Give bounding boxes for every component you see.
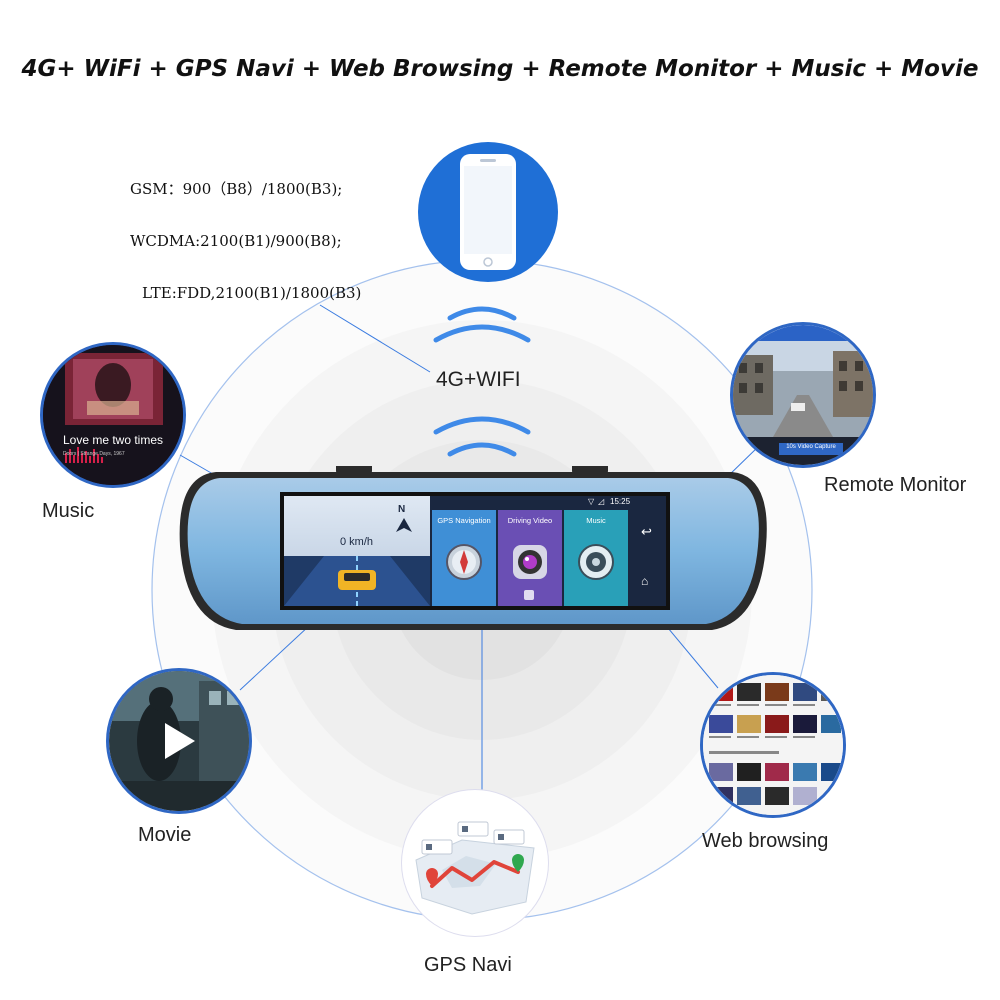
smartphone-icon bbox=[460, 154, 516, 270]
app-tile-label: Music bbox=[586, 516, 606, 525]
gps-navi-label: GPS Navi bbox=[424, 954, 512, 976]
side-nav: ↩ ⌂ bbox=[630, 510, 666, 606]
app-tile-label: GPS Navigation bbox=[437, 516, 491, 525]
back-icon[interactable]: ↩ bbox=[641, 524, 652, 539]
remote-monitor-circle: 10s Video Capture bbox=[730, 322, 876, 468]
movie-label: Movie bbox=[138, 824, 192, 846]
app-tile-music[interactable]: Music bbox=[564, 510, 628, 606]
music-album-art bbox=[43, 345, 183, 485]
wifi-arcs-top bbox=[433, 306, 531, 343]
web-browsing-circle bbox=[700, 672, 846, 818]
status-bar: ▽ ◿ 15:25 bbox=[588, 496, 664, 508]
speed-readout: 0 km/h bbox=[340, 536, 374, 548]
signal-icon: ◿ bbox=[598, 497, 605, 506]
navigation-arrow-icon bbox=[396, 518, 412, 532]
music-label: Music bbox=[42, 500, 95, 522]
location-pin-icons bbox=[426, 854, 524, 886]
movie-connector bbox=[239, 624, 311, 691]
road-graphic bbox=[284, 556, 430, 606]
song-title: Love me two times bbox=[62, 433, 164, 447]
rearview-mirror-device: N 0 km/h ▽ ◿ 15:25 GPS Navigation Drivin… bbox=[176, 458, 772, 638]
stop-icon bbox=[524, 590, 534, 600]
spec-wcdma: WCDMA:2100(B1)/900(B8); bbox=[130, 232, 342, 250]
status-time: 15:25 bbox=[610, 497, 631, 506]
gps-navi-circle bbox=[402, 790, 548, 936]
music-circle: Love me two times Doors | Strange Days, … bbox=[40, 342, 186, 488]
wifi-status-icon: ▽ bbox=[588, 497, 595, 506]
speaker-icon bbox=[578, 544, 614, 580]
spec-connector bbox=[319, 304, 431, 373]
phone-circle bbox=[418, 142, 558, 282]
headline: 4G+ WiFi + GPS Navi + Web Browsing + Rem… bbox=[21, 56, 979, 82]
spec-lte: LTE:FDD,2100(B1)/1800(B3) bbox=[142, 284, 362, 302]
capture-button[interactable]: 10s Video Capture bbox=[786, 444, 836, 450]
app-tile-driving-video[interactable]: Driving Video bbox=[498, 510, 562, 606]
street-view-screenshot bbox=[733, 325, 873, 465]
connectivity-label: 4G+WIFI bbox=[436, 368, 521, 391]
device-screen: N 0 km/h ▽ ◿ 15:25 GPS Navigation Drivin… bbox=[284, 496, 666, 606]
compass-label: N bbox=[398, 504, 406, 515]
info-cards bbox=[421, 821, 525, 855]
video-site-screenshot bbox=[703, 675, 843, 815]
web-connector bbox=[667, 627, 719, 689]
camera-lens-icon bbox=[513, 545, 547, 579]
home-icon[interactable]: ⌂ bbox=[641, 574, 649, 588]
wifi-arcs-bottom bbox=[433, 416, 531, 457]
compass-icon bbox=[446, 544, 482, 580]
nav-panel[interactable]: N 0 km/h bbox=[284, 496, 430, 606]
app-tile-label: Driving Video bbox=[507, 516, 553, 525]
app-tile-gps-navigation[interactable]: GPS Navigation bbox=[432, 510, 496, 606]
remote-monitor-label: Remote Monitor bbox=[824, 474, 967, 496]
web-browsing-label: Web browsing bbox=[702, 830, 829, 852]
spec-gsm: GSM：900（B8）/1800(B3); bbox=[130, 180, 343, 198]
map-route-illustration bbox=[415, 821, 535, 915]
caption-lines bbox=[709, 704, 815, 754]
movie-circle bbox=[106, 668, 252, 814]
song-subtitle: Doors | Strange Days, 1967 bbox=[63, 451, 125, 457]
movie-scene bbox=[109, 671, 249, 811]
